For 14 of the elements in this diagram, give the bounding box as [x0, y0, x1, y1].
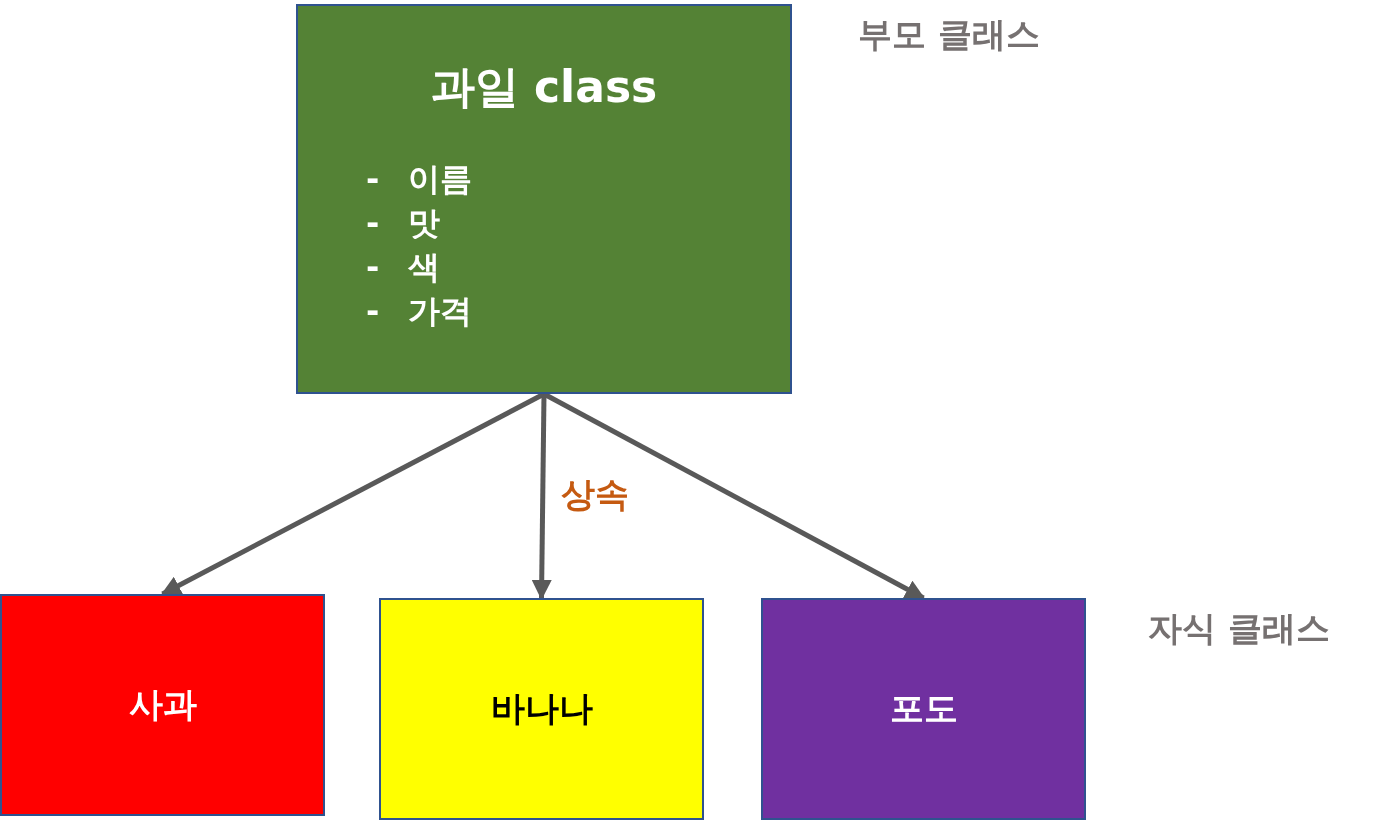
parent-class-box [296, 4, 792, 394]
class-title: 과일 class [429, 60, 659, 114]
child-class-box [0, 594, 325, 816]
class-name: 사과 [128, 683, 197, 726]
attribute-item: - 색 [366, 247, 441, 288]
child-class-box [761, 598, 1086, 820]
child-class-label: 자식 클래스 [1148, 607, 1330, 650]
attribute-item: - 가격 [366, 291, 473, 332]
child-class-box [379, 598, 704, 820]
parent-class-label: 부모 클래스 [858, 13, 1040, 56]
class-name: 바나나 [490, 687, 593, 730]
attribute-item: - 맛 [366, 203, 441, 244]
attribute-item: - 이름 [366, 159, 473, 200]
class-name: 포도 [889, 687, 958, 730]
